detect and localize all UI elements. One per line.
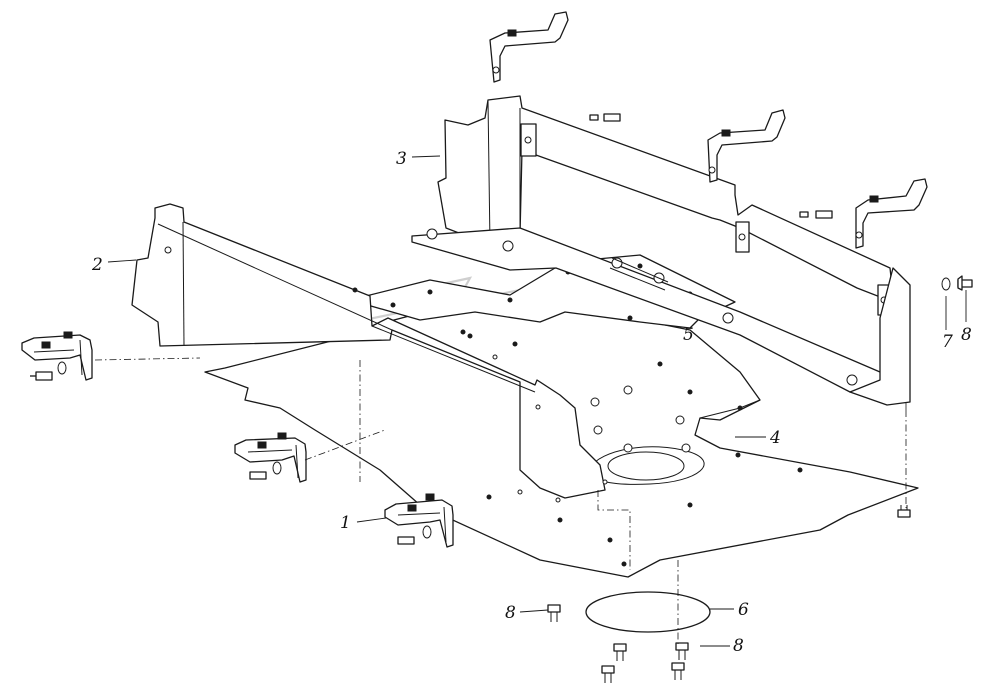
- callout-1: 1: [340, 513, 387, 533]
- bracket-front: [384, 493, 454, 548]
- callout-3: 3: [396, 149, 441, 169]
- svg-text:8: 8: [961, 325, 972, 345]
- assembly-center-lines: [94, 357, 907, 645]
- svg-text:4: 4: [769, 428, 781, 448]
- round-cover: [585, 591, 711, 633]
- bracket-left-mid: [234, 432, 307, 483]
- svg-text:3: 3: [396, 149, 407, 169]
- bracket-left-top: [21, 331, 93, 381]
- bracket-right: [855, 178, 928, 249]
- washer-bolt-right: [941, 275, 973, 291]
- callout-5: 5: [683, 325, 694, 345]
- svg-text:8: 8: [505, 603, 516, 623]
- svg-text:5: 5: [683, 325, 694, 345]
- callout-4: 4: [735, 428, 781, 448]
- bracket-right-upper: [707, 109, 833, 219]
- bracket-top: [489, 11, 621, 122]
- callout-7: 7: [942, 296, 953, 352]
- svg-text:1: 1: [340, 513, 351, 533]
- callout-2: 2: [91, 255, 137, 275]
- front-panel: [131, 203, 608, 503]
- callout-6: 6: [710, 600, 749, 620]
- callout-8-right: 8: [961, 290, 972, 345]
- callout-8-bottom: 8: [700, 636, 744, 656]
- callout-8-left: 8: [505, 603, 549, 623]
- bolts-bottom: [547, 505, 911, 683]
- svg-text:6: 6: [738, 600, 749, 620]
- svg-text:2: 2: [91, 255, 103, 275]
- svg-text:8: 8: [733, 636, 744, 656]
- rear-panel: [411, 95, 911, 406]
- svg-text:7: 7: [942, 332, 953, 352]
